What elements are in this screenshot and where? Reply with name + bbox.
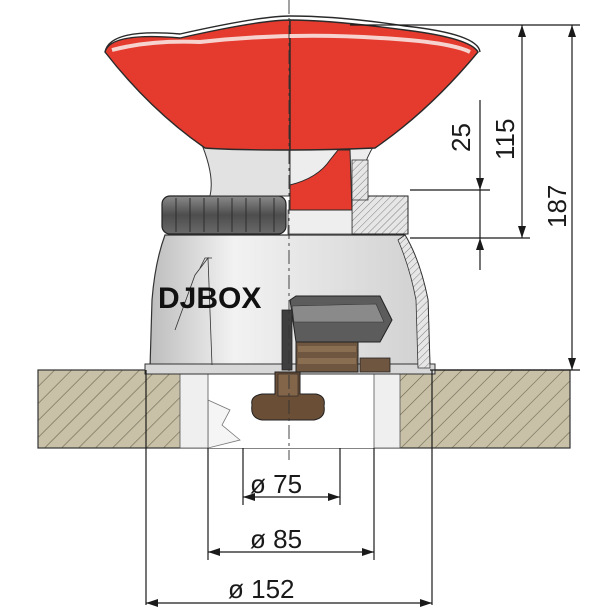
dim-h187-label: 187 xyxy=(542,185,572,228)
internal-mechanism xyxy=(281,295,393,373)
red-plunger-section xyxy=(289,149,369,211)
brand-label: DJBOX xyxy=(158,282,261,315)
diameter-dimensions: ø 75 ø 85 ø 152 xyxy=(145,370,433,607)
dim-h25-label: 25 xyxy=(446,123,476,152)
dim-h115-label: 115 xyxy=(490,119,520,160)
knurled-ring xyxy=(161,195,409,235)
dim-d152-label: ø 152 xyxy=(228,574,295,604)
red-mushroom-button xyxy=(104,15,481,151)
dim-d85-label: ø 85 xyxy=(250,524,302,554)
fixing-nut xyxy=(251,371,325,421)
height-dimensions: 25 115 187 xyxy=(350,24,580,371)
dim-d75-label: ø 75 xyxy=(250,469,302,499)
